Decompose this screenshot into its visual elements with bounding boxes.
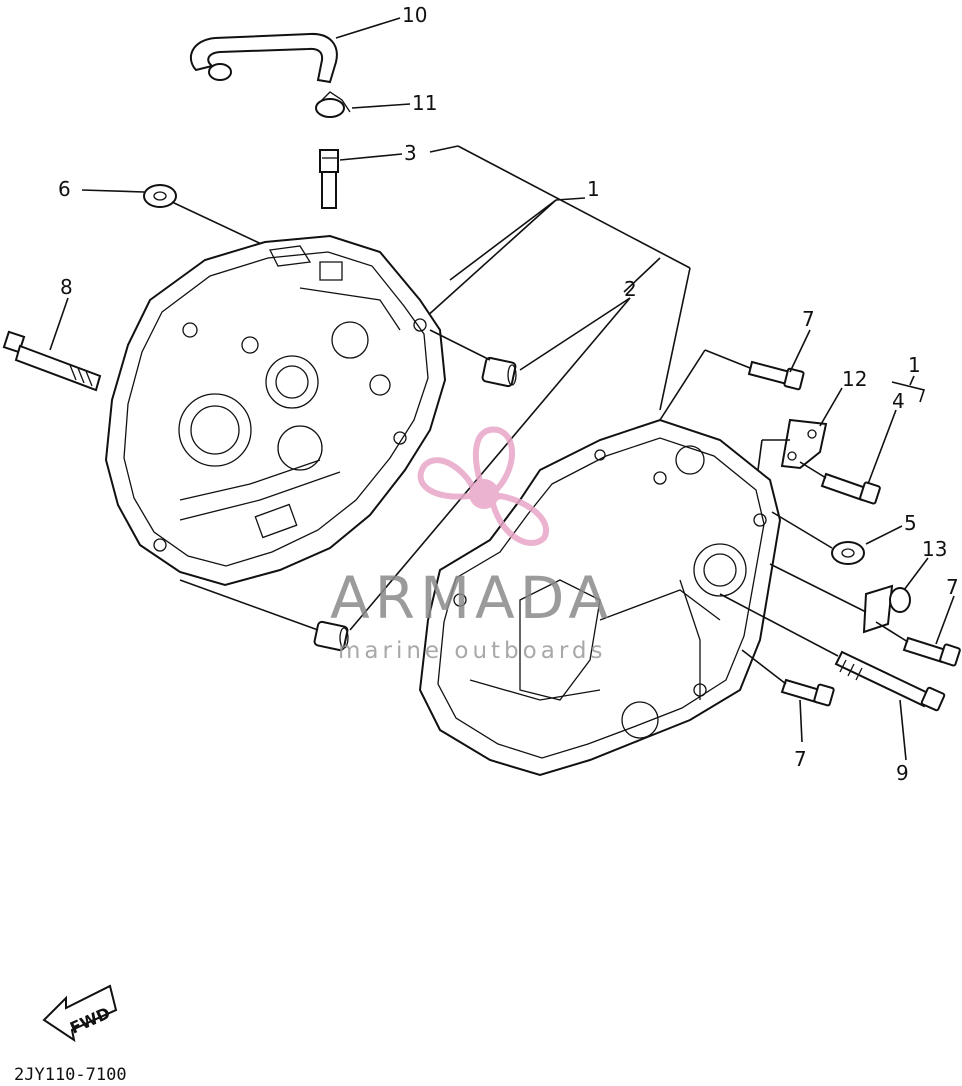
callout-8: 8 [60,275,73,299]
leader-line-4 [867,409,897,485]
bolt-part-7-top [747,360,805,391]
bolt-part-4 [820,472,881,505]
leader-line-8 [49,297,69,351]
callout-12: 12 [842,367,867,391]
long-bolt-part-8 [2,330,102,392]
dowel-pin-part-2-upper [481,356,517,388]
leader-line-10 [335,17,401,39]
callout-1-right: 1 [908,353,921,377]
forward-arrow: FWD [42,984,118,1043]
callout-4: 4 [892,389,905,413]
armada-watermark: ARMADA marine outboards [330,426,613,664]
callout-13: 13 [922,537,947,561]
callout-7-right: 7 [946,575,959,599]
right-crankcase-half [418,418,782,777]
callout-7-top: 7 [802,307,815,331]
left-crankcase-half [104,234,447,587]
long-bolt-part-9 [834,650,946,712]
leader-line-5 [865,525,903,545]
washer-part-5 [831,541,865,565]
callout-9: 9 [896,761,909,785]
leader-line-7-top [789,329,811,373]
leader-line-2 [519,297,631,371]
hose-clip-part-11 [315,91,351,118]
leader-line-3 [339,153,403,161]
leader-line-7-right [935,595,955,645]
diagram-code: 2JY110-7100 [14,1065,127,1085]
leader-line-9 [899,699,907,761]
breather-pipe-part-3 [319,149,339,209]
callout-2: 2 [624,277,637,301]
dowel-pin-part-2-lower [313,620,349,652]
callout-1-top: 1 [587,177,600,201]
bracket-part-12 [780,418,828,470]
leader-line-1-right [891,375,926,403]
leader-line-12 [819,387,843,427]
callout-11: 11 [412,91,437,115]
leader-line-13 [903,557,929,591]
watermark-brand: ARMADA [330,564,613,632]
bolt-part-7-right [902,636,961,667]
watermark-tagline: marine outboards [338,638,606,664]
breather-hose-part-10 [190,32,338,84]
callout-7-bottom: 7 [794,747,807,771]
callout-5: 5 [904,511,917,535]
callout-6: 6 [58,177,71,201]
callout-10: 10 [402,3,427,27]
clamp-part-13 [862,584,911,634]
leader-line-1-top [555,197,586,201]
leader-line-11 [351,103,411,109]
leader-line-6 [81,189,145,193]
seal-part-6 [143,184,177,208]
bolt-part-7-bottom [780,678,835,707]
leader-line-7-bottom [799,699,803,743]
callout-3: 3 [404,141,417,165]
propeller-logo [417,426,549,546]
